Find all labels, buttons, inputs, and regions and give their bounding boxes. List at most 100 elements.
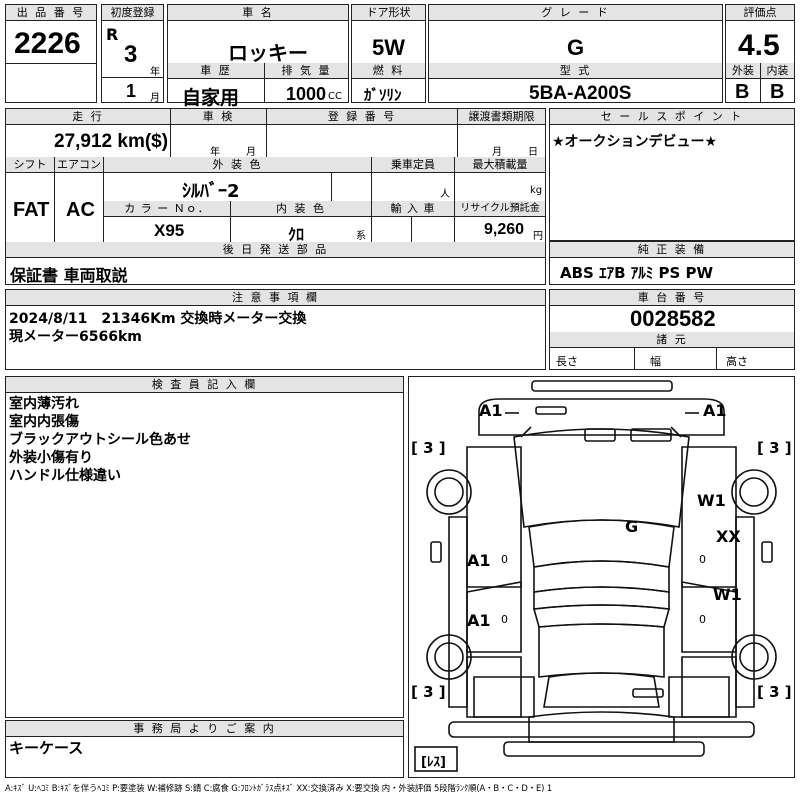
tire-rear-right: [ 3 ]	[757, 683, 792, 701]
chassis-number: 0028582	[630, 306, 716, 331]
inspector-line: 室内薄汚れ	[9, 396, 79, 412]
sales-point-box: セ ー ル ス ポ イ ン ト ★オークションデビュー★	[549, 108, 795, 241]
inspection-month-unit: 月	[246, 147, 256, 158]
dims-label: 諸 元	[550, 332, 794, 348]
lot-number: 2226	[14, 27, 81, 60]
car-diagram: A1 A1 W1 G XX A1 W1 A1 0 0 0 0 [ 3 ] [ 3…	[408, 376, 795, 778]
interior-label: 内装	[761, 63, 794, 79]
later-parts-label: 後 日 発 送 部 品	[6, 242, 545, 258]
model-label: 型 式	[429, 63, 722, 79]
length-label: 長さ	[556, 355, 578, 368]
score: 4.5	[738, 29, 780, 62]
inspection-year-unit: 年	[210, 147, 220, 158]
transfer-label: 譲渡書類期限	[458, 109, 545, 125]
inspector-box: 検 査 員 記 入 欄 室内薄汚れ 室内内張傷 ブラックアウトシール色あせ 外装…	[5, 376, 404, 718]
chassis-box: 車 台 番 号 0028582 諸 元 長さ 幅 高さ	[549, 289, 795, 370]
exterior-label: 外装	[726, 63, 760, 79]
grade-label: グ レ ー ド	[429, 5, 722, 21]
interior-color-label: 内 装 色	[231, 201, 371, 217]
chassis-label: 車 台 番 号	[550, 290, 794, 306]
office-box: 事 務 局 よ り ご 案 内 キーケース	[5, 720, 404, 778]
damage-g-windshield: G	[625, 517, 639, 536]
door-label: ドア形状	[352, 5, 425, 21]
interior-color-unit: 系	[356, 231, 366, 242]
shift: FAT	[13, 199, 50, 221]
score-label: 評価点	[726, 5, 794, 21]
caution-box: 注 意 事 項 欄 2024/8/11 21346Km 交換時メーター交換 現メ…	[5, 289, 546, 370]
spare-tire: [ﾚｽ]	[421, 755, 446, 770]
color-no: X95	[154, 221, 185, 240]
reg-month: 1	[126, 81, 137, 101]
car-name-box: 車 名 ロッキー 車 歴 排 気 量 自家用 1000 CC	[167, 4, 349, 109]
damage-a1-left-door: A1	[467, 551, 491, 570]
car-name-label: 車 名	[168, 5, 348, 21]
grade-box: グ レ ー ド G 型 式 5BA-A200S	[428, 4, 723, 104]
damage-a1-front-left: A1	[479, 401, 503, 420]
lot-number-label: 出 品 番 号	[6, 5, 96, 21]
displacement-label: 排 気 量	[265, 63, 348, 79]
office-note: キーケース	[9, 739, 84, 757]
model: 5BA-A200S	[529, 83, 632, 104]
equipment: ABS ｴｱB ｱﾙﾐ PS PW	[560, 264, 714, 282]
mileage: 27,912 km($)	[54, 131, 169, 152]
month-unit: 月	[150, 93, 160, 104]
car-outline	[414, 380, 777, 772]
zero-mark: 0	[699, 553, 706, 566]
caution-label: 注 意 事 項 欄	[6, 290, 545, 306]
zero-mark: 0	[501, 613, 508, 626]
interior-color: ｸﾛ	[288, 225, 305, 244]
transfer-day-unit: 日	[528, 147, 538, 158]
displacement: 1000	[286, 84, 327, 104]
damage-a1-front-right: A1	[703, 401, 727, 420]
year-unit: 年	[150, 67, 160, 78]
equipment-label: 純 正 装 備	[550, 242, 794, 258]
import-label: 輸 入 車	[372, 201, 454, 217]
damage-xx-right-door: XX	[716, 527, 741, 546]
height-label: 高さ	[726, 355, 748, 368]
capacity-unit: 人	[440, 189, 450, 200]
exterior-color: ｼﾙﾊﾞｰ2	[182, 181, 240, 202]
transfer-month-unit: 月	[492, 147, 502, 158]
reg-year: 3	[124, 41, 138, 68]
mileage-label: 走 行	[6, 109, 170, 125]
history-label: 車 歴	[168, 63, 264, 79]
grade: G	[567, 35, 585, 60]
sales-point-label: セ ー ル ス ポ イ ン ト	[550, 109, 794, 125]
office-label: 事 務 局 よ り ご 案 内	[6, 721, 403, 737]
fuel: ｶﾞｿﾘﾝ	[364, 86, 402, 104]
doors: 5W	[372, 35, 405, 60]
damage-a1-left-rear: A1	[467, 611, 491, 630]
equipment-box: 純 正 装 備 ABS ｴｱB ｱﾙﾐ PS PW	[549, 241, 795, 285]
registration-label: 登 録 番 号	[267, 109, 457, 125]
tire-front-left: [ 3 ]	[411, 439, 446, 457]
inspector-label: 検 査 員 記 入 欄	[6, 377, 403, 393]
caution-line-2: 現メーター6566km	[9, 329, 142, 345]
car-name: ロッキー	[228, 41, 308, 65]
legend-footer: A:ｷｽﾞ U:ﾍｺﾐ B:ｷｽﾞを伴うﾍｺﾐ P:要塗装 W:補修跡 S:錆 …	[5, 783, 553, 793]
aircon: AC	[66, 199, 95, 221]
inspector-line: 外装小傷有り	[9, 450, 93, 466]
damage-w1-right-rear: W1	[713, 585, 742, 604]
lot-number-box: 出 品 番 号 2226	[5, 4, 97, 103]
vehicle-details-box: 走 行 車 検 登 録 番 号 譲渡書類期限 27,912 km($) 年 月 …	[5, 108, 546, 285]
first-registration-label: 初度登録	[102, 5, 163, 21]
caution-line-1: 2024/8/11 21346Km 交換時メーター交換	[9, 311, 307, 327]
history: 自家用	[182, 87, 240, 109]
shift-label: シフト	[6, 157, 54, 173]
color-label: 外 装 色	[104, 157, 371, 173]
aircon-label: エアコン	[55, 157, 103, 173]
inspection-label: 車 検	[171, 109, 266, 125]
displacement-unit: CC	[328, 91, 342, 102]
inspector-line: ブラックアウトシール色あせ	[9, 432, 191, 448]
interior-grade: B	[770, 81, 785, 103]
score-box: 評価点 4.5 外装 内装 B B	[725, 4, 795, 103]
first-registration-box: 初度登録 R 3 年 1 月	[101, 4, 164, 104]
door-box: ドア形状 5W 燃 料 ｶﾞｿﾘﾝ	[351, 4, 426, 104]
tire-rear-left: [ 3 ]	[411, 683, 446, 701]
sales-point: ★オークションデビュー★	[552, 134, 718, 150]
era: R	[106, 25, 119, 44]
recycle-fee: 9,260	[484, 221, 525, 238]
load-label: 最大積載量	[455, 157, 545, 173]
inspector-line: ハンドル仕様違い	[9, 468, 121, 484]
fuel-label: 燃 料	[352, 63, 425, 79]
